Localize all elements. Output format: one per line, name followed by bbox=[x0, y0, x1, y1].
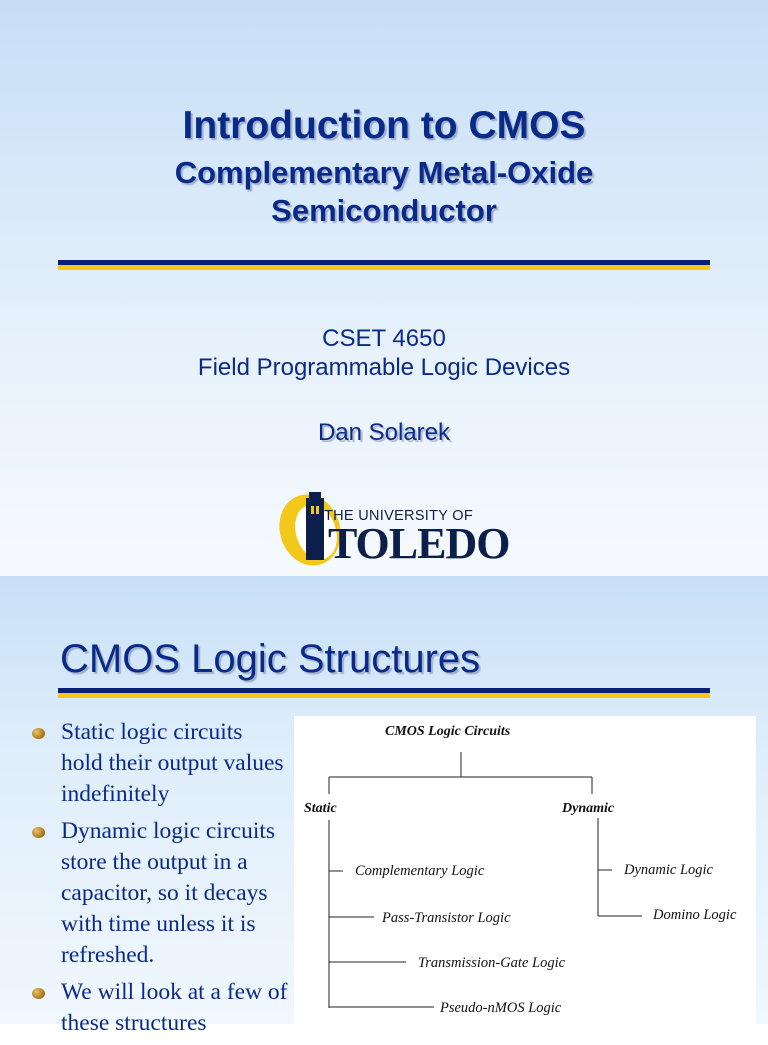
tower-emblem-icon bbox=[279, 492, 341, 566]
bullet-text: Static logic circuits hold their output … bbox=[61, 719, 284, 807]
diagram-root-label: CMOS Logic Circuits bbox=[385, 724, 511, 739]
bullet-icon bbox=[32, 827, 45, 838]
diagram-static-label: Static bbox=[304, 801, 337, 816]
diagram-static-child: Transmission-Gate Logic bbox=[418, 955, 566, 971]
slide-subtitle-line2: Semiconductor bbox=[271, 193, 497, 228]
diagram-dynamic-child: Dynamic Logic bbox=[624, 862, 713, 878]
diagram-dynamic-label: Dynamic bbox=[562, 801, 615, 816]
title-rule-gold bbox=[58, 265, 710, 270]
logo-main-text: TOLEDO bbox=[328, 519, 510, 568]
bullet-text: Dynamic logic circuits store the output … bbox=[61, 818, 276, 968]
bullet-text: We will look at a few of these structure… bbox=[61, 979, 288, 1036]
bullet-icon bbox=[32, 988, 45, 999]
cmos-logic-tree-diagram: CMOS Logic Circuits Static Dynamic Compl… bbox=[294, 716, 756, 1024]
university-logo: THE UNIVERSITY OF TOLEDO bbox=[276, 490, 510, 570]
slide2-rule-navy bbox=[58, 688, 710, 693]
diagram-static-child: Pseudo-nMOS Logic bbox=[440, 1000, 562, 1016]
bullet-icon bbox=[32, 728, 45, 739]
author-name: Dan Solarek bbox=[317, 419, 451, 446]
tree-connectors bbox=[328, 752, 642, 1008]
bullet-item: Static logic circuits hold their output … bbox=[30, 717, 290, 810]
slide2-rule-gold bbox=[58, 693, 710, 698]
course-name: Field Programmable Logic Devices bbox=[197, 354, 571, 381]
course-number: CSET 4650 bbox=[322, 325, 446, 352]
title-rule-navy bbox=[58, 260, 710, 265]
bullet-item: We will look at a few of these structure… bbox=[30, 977, 290, 1039]
slide-title: Introduction to CMOS bbox=[182, 104, 586, 147]
logo-top-text: THE UNIVERSITY OF bbox=[324, 508, 474, 524]
bullet-item: Dynamic logic circuits store the output … bbox=[30, 816, 290, 971]
diagram-static-child: Complementary Logic bbox=[355, 863, 485, 879]
slide-subtitle-line1: Complementary Metal-Oxide bbox=[174, 155, 594, 190]
diagram-dynamic-child: Domino Logic bbox=[653, 907, 737, 923]
bullet-list: Static logic circuits hold their output … bbox=[30, 717, 290, 1045]
slide2-title: CMOS Logic Structures bbox=[60, 637, 481, 681]
title-slide: Introduction to CMOS Complementary Metal… bbox=[0, 0, 768, 576]
diagram-static-child: Pass-Transistor Logic bbox=[382, 910, 511, 926]
